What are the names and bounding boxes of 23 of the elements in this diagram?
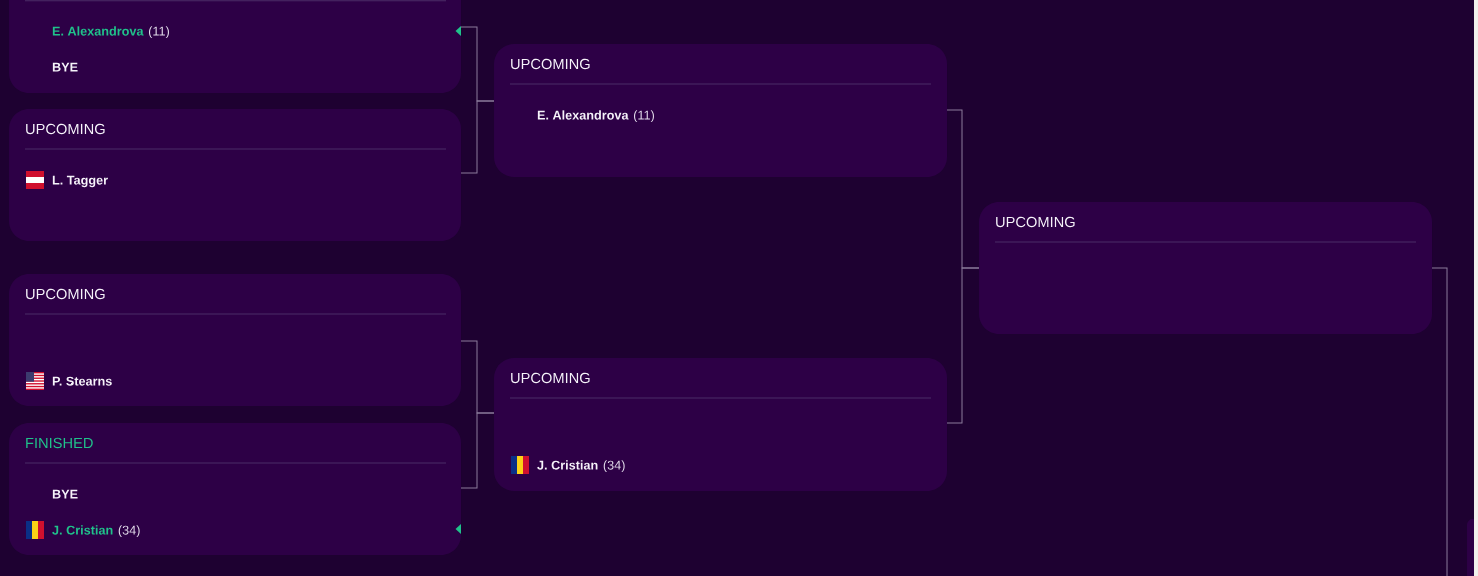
- player-name: P. Stearns: [52, 376, 112, 386]
- status-label: FINISHED: [26, 437, 93, 449]
- player-name: E. Alexandrova: [537, 110, 629, 120]
- player-name: J. Cristian: [537, 460, 598, 470]
- seed-number: (34): [118, 525, 140, 538]
- status-label: UPCOMING: [26, 123, 105, 135]
- bye-label: BYE: [52, 489, 78, 499]
- bracket-line: [460, 412, 495, 489]
- status-label: UPCOMING: [26, 288, 105, 300]
- player-name: L. Tagger: [52, 175, 108, 188]
- status-label: UPCOMING: [511, 372, 590, 384]
- bracket-line: [460, 100, 495, 174]
- status-label: UPCOMING: [511, 58, 590, 70]
- seed-number: (11): [149, 26, 169, 39]
- bracket-line: [1431, 267, 1448, 576]
- match-card: [1467, 519, 1474, 576]
- status-label: UPCOMING: [996, 216, 1075, 228]
- player-name: E. Alexandrova: [52, 26, 144, 36]
- bracket-line: [946, 267, 980, 424]
- seed-number: (34): [603, 460, 625, 473]
- seed-number: (11): [634, 110, 654, 123]
- bye-label: BYE: [52, 62, 78, 72]
- player-name: J. Cristian: [52, 525, 113, 535]
